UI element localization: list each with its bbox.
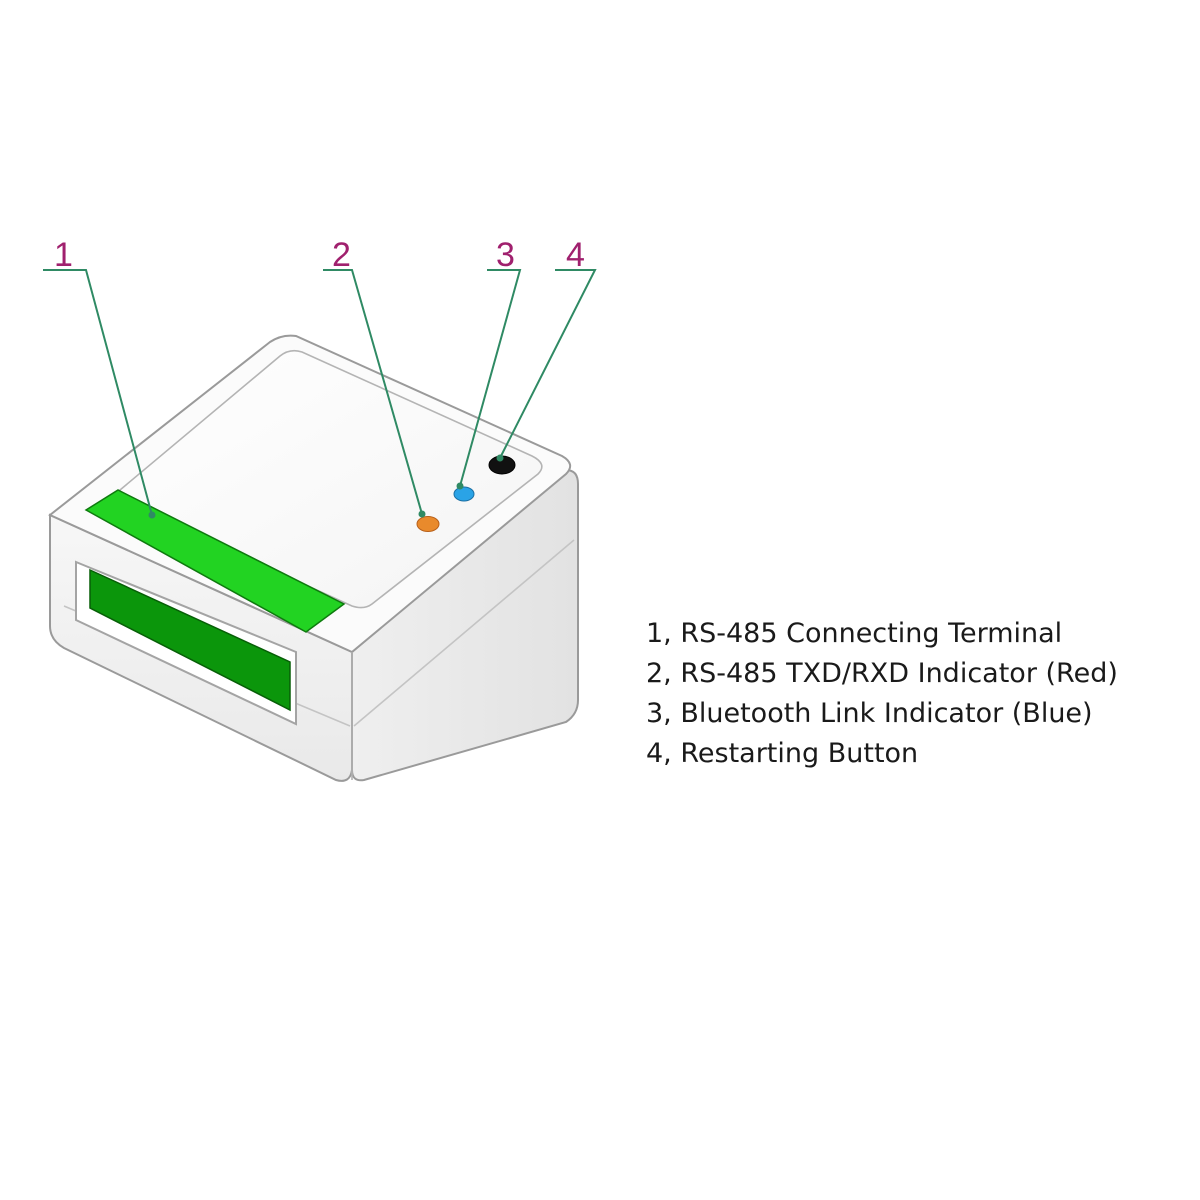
leader-endpoints xyxy=(148,454,504,519)
legend-item-1: 1, RS-485 Connecting Terminal xyxy=(646,618,1063,649)
leader-endpoint-1 xyxy=(148,511,156,519)
leader-line-4 xyxy=(499,269,597,459)
rs485-terminal-top xyxy=(84,489,346,633)
legend-list: 1, RS-485 Connecting Terminal 2, RS-485 … xyxy=(646,614,1118,774)
bluetooth-indicator-led xyxy=(453,486,475,502)
legend-item-4: 4, Restarting Button xyxy=(646,738,919,769)
enclosure-right-face xyxy=(351,468,579,782)
leader-line-2 xyxy=(323,269,423,515)
rs485-terminal-front xyxy=(89,568,291,712)
leader-line-3 xyxy=(459,269,522,487)
callout-number-3: 3 xyxy=(496,236,515,274)
enclosure-seam-right xyxy=(353,539,575,727)
legend-item-3: 3, Bluetooth Link Indicator (Blue) xyxy=(646,698,1093,729)
callout-numbers: 1 2 3 4 xyxy=(54,236,585,274)
callout-number-1: 1 xyxy=(54,236,73,274)
leader-endpoint-4 xyxy=(496,454,504,462)
legend-item-2: 2, RS-485 TXD/RXD Indicator (Red) xyxy=(646,658,1118,689)
txd-rxd-indicator-led xyxy=(416,516,440,532)
device-enclosure xyxy=(48,334,579,782)
leader-endpoint-2 xyxy=(418,510,426,518)
callout-number-4: 4 xyxy=(566,236,585,274)
callout-number-2: 2 xyxy=(332,236,351,274)
leader-line-1 xyxy=(43,269,153,516)
leader-lines xyxy=(43,269,597,516)
leader-endpoint-3 xyxy=(456,482,464,490)
rs485-terminal xyxy=(84,489,346,712)
